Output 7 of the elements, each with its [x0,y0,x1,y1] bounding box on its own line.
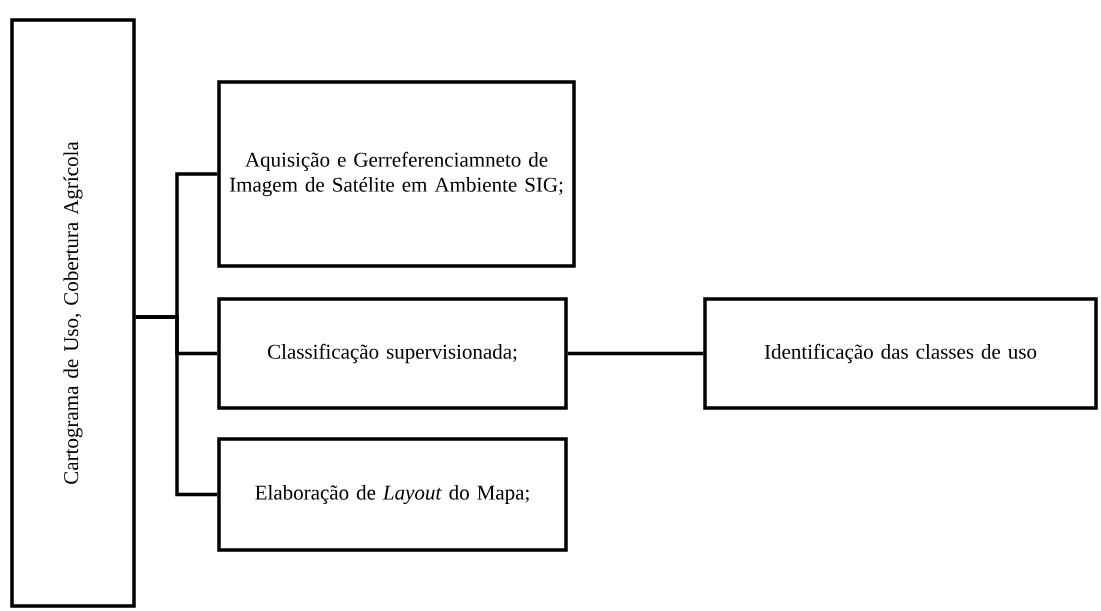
connector-line [567,351,704,356]
process-box: Identificação das classes de uso [703,297,1098,410]
process-box: Classificação supervisionada; [217,297,568,410]
connector-line [135,315,218,497]
process-box: Elaboração de Layout do Mapa; [217,437,568,552]
process-box: Aquisição e Gerreferenciamneto de Imagem de Satélite em Ambiente SIG; [217,80,576,268]
title-box: Cartograma de Uso, Cobertura Agrícola [10,18,136,608]
